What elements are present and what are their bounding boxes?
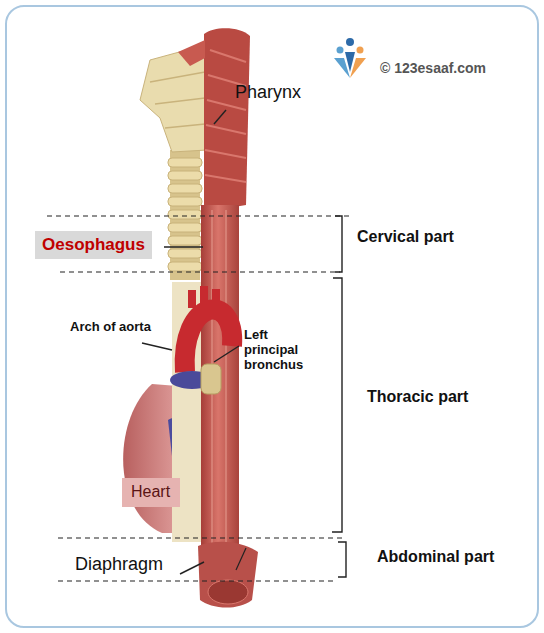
region-label: Thoracic part [367, 388, 468, 406]
node-text: Heart [131, 483, 170, 501]
level-lines-part [47, 215, 350, 216]
label-box: Oesophagus [35, 231, 152, 259]
trachea-part [168, 197, 202, 206]
brackets [332, 216, 346, 577]
diaphragm [198, 542, 258, 608]
trachea-part [168, 223, 202, 232]
leader-lines-part [142, 343, 172, 350]
diaphragm-part [208, 580, 248, 604]
region-label: Cervical part [357, 228, 454, 246]
region-label: Abdominal part [377, 548, 494, 566]
aorta-part [188, 290, 196, 308]
watermark-logo-part [337, 47, 344, 54]
brackets-part [332, 278, 342, 532]
node-text: Oesophagus [42, 235, 145, 255]
trachea-part [168, 184, 202, 193]
aorta-part [212, 289, 220, 305]
diaphragm-part [198, 542, 258, 608]
part-label: Diaphragm [75, 554, 163, 575]
part-label: Arch of aorta [70, 320, 151, 335]
pharynx-part [178, 40, 205, 66]
part-label: Left principal bronchus [244, 328, 322, 373]
pharynx-part [204, 28, 250, 212]
trachea-part [168, 158, 202, 167]
leader-lines-part [180, 562, 204, 574]
bronchus [201, 364, 221, 394]
leader-lines-part [214, 110, 226, 124]
watermark-logo [334, 38, 366, 78]
brackets-part [335, 216, 342, 272]
watermark-logo-part [357, 47, 364, 54]
trachea-part [168, 262, 202, 271]
oesophagus-tube [201, 205, 239, 550]
pharynx [178, 28, 250, 212]
level-lines-part [58, 580, 335, 581]
level-lines-part [58, 537, 345, 538]
watermark: © 123esaaf.com [380, 60, 486, 76]
watermark-logo-part [346, 38, 354, 46]
trachea-part [168, 171, 202, 180]
level-lines-part [60, 271, 340, 272]
bronchus-part [201, 364, 221, 394]
label-box: Heart [122, 478, 180, 507]
watermark-logo-part [345, 52, 355, 72]
pharynx-part [205, 50, 246, 182]
trachea-part [168, 210, 202, 219]
aorta-part [200, 286, 208, 304]
frame [6, 6, 538, 627]
level-lines [47, 216, 350, 581]
trachea-part [168, 236, 202, 245]
larynx-part [150, 72, 205, 128]
part-label: Pharynx [235, 82, 301, 103]
leader-lines-part [164, 246, 203, 247]
diaphragm-part [236, 548, 246, 570]
aorta-part [185, 309, 233, 372]
oesophagus-tube-part [201, 205, 239, 550]
trachea-part [168, 249, 202, 258]
brackets-part [338, 542, 346, 577]
leader-lines-part [214, 346, 239, 362]
